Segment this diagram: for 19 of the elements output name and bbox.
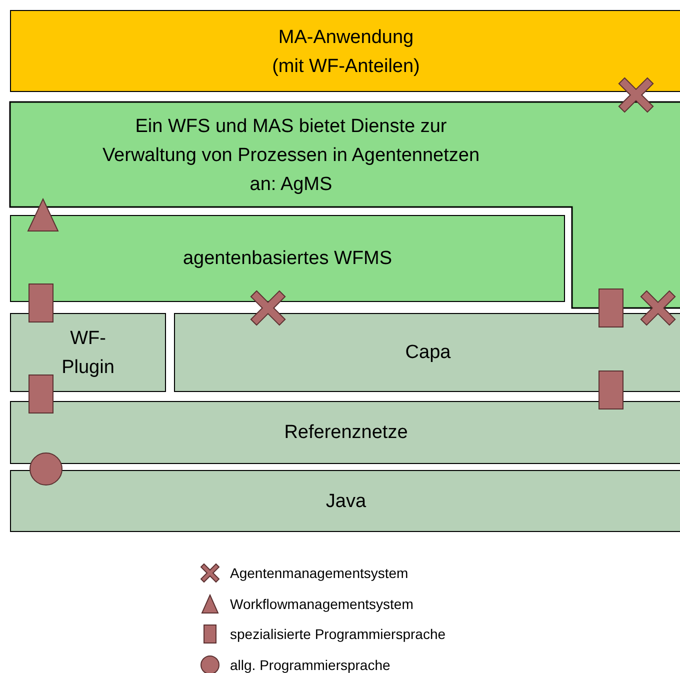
node-text: Java <box>326 490 366 514</box>
layer-box <box>10 470 680 532</box>
layer-box <box>10 10 680 92</box>
node-text: Ein WFS und MAS bietet Dienste zur Verwaltung von Prozessen in Agentennetzen an: AgMS <box>101 115 481 197</box>
legend-text: spezialisierte Programmiersprache <box>230 626 446 642</box>
legend-text: Workflowmanagementsystem <box>230 596 414 612</box>
layer-box <box>10 401 680 464</box>
node-text: (mit WF-Anteilen) <box>272 55 420 79</box>
layer-box <box>174 313 680 392</box>
legend-text: Agentenmanagementsystem <box>230 565 408 581</box>
node-text: MA-Anwendung <box>278 26 414 50</box>
layer-box <box>10 313 166 392</box>
layer-box <box>10 215 565 302</box>
node-text: WF-Plugin <box>60 326 116 380</box>
node-text: Capa <box>405 341 451 365</box>
node-text: agentenbasiertes WFMS <box>182 247 392 271</box>
node-text: Referenznetze <box>284 421 408 445</box>
legend-text: allg. Programmiersprache <box>230 656 390 672</box>
l-shaped-panel <box>10 102 680 308</box>
